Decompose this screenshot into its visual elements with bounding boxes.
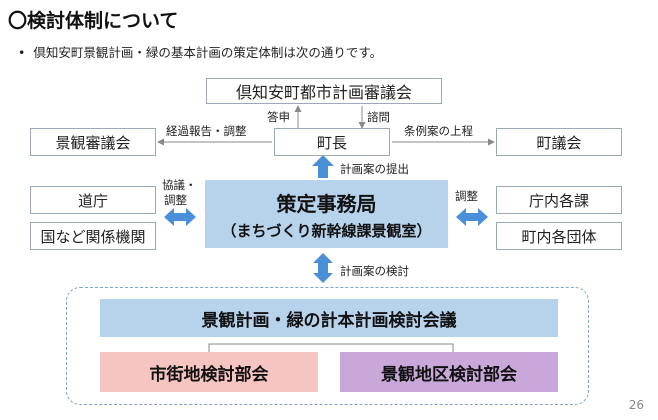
plan-submit-label: 計画案の提出: [340, 162, 409, 176]
subgroup-bracket: [208, 343, 454, 352]
plan-review-arrow: [313, 253, 333, 283]
national-agencies-box: 国など関係機関: [30, 222, 156, 250]
ordinance-label: 条例案の上程: [404, 124, 473, 138]
office-name: 策定事務局: [276, 191, 377, 216]
bullet-mark: •: [18, 45, 26, 60]
landscape-district-subgroup-box: 景観地区検討部会: [340, 352, 558, 392]
urban-area-subgroup-box: 市街地検討部会: [100, 352, 318, 392]
hokkaido-gov-box: 道庁: [30, 186, 156, 214]
page-title: 〇検討体制について: [8, 10, 179, 32]
planning-office-box: 策定事務局 （まちづくり新幹線課景観室）: [205, 180, 448, 248]
right-double-arrow: [456, 208, 488, 226]
review-group-container: [66, 287, 589, 405]
review-conference-box: 景観計画・緑の計本計画検討会議: [100, 299, 558, 337]
progress-report-label: 経過報告・調整: [166, 124, 247, 138]
town-assembly-box: 町議会: [496, 128, 622, 156]
page-number: 26: [628, 398, 644, 412]
office-department: （まちづくり新幹線課景観室）: [221, 221, 432, 240]
plan-review-label: 計画案の検討: [340, 264, 409, 278]
left-double-arrow: [164, 208, 196, 226]
answer-label: 答申: [267, 110, 290, 124]
town-groups-box: 町内各団体: [496, 222, 622, 250]
mayor-box: 町長: [274, 128, 390, 156]
consult-coord-label-2: 調整: [164, 193, 187, 207]
intro-sentence: 倶知安町景観計画・緑の基本計画の策定体制は次の通りです。: [33, 45, 383, 60]
internal-depts-box: 庁内各課: [496, 186, 622, 214]
urban-planning-council-box: 倶知安町都市計画審議会: [206, 78, 442, 104]
coordination-label: 調整: [455, 189, 478, 203]
intro-text: • 倶知安町景観計画・緑の基本計画の策定体制は次の通りです。: [18, 42, 382, 61]
consult-label: 諮問: [367, 110, 390, 124]
landscape-council-box: 景観審議会: [30, 128, 156, 156]
plan-submit-arrow: [312, 155, 334, 178]
consult-coord-label-1: 協議・: [162, 178, 197, 192]
